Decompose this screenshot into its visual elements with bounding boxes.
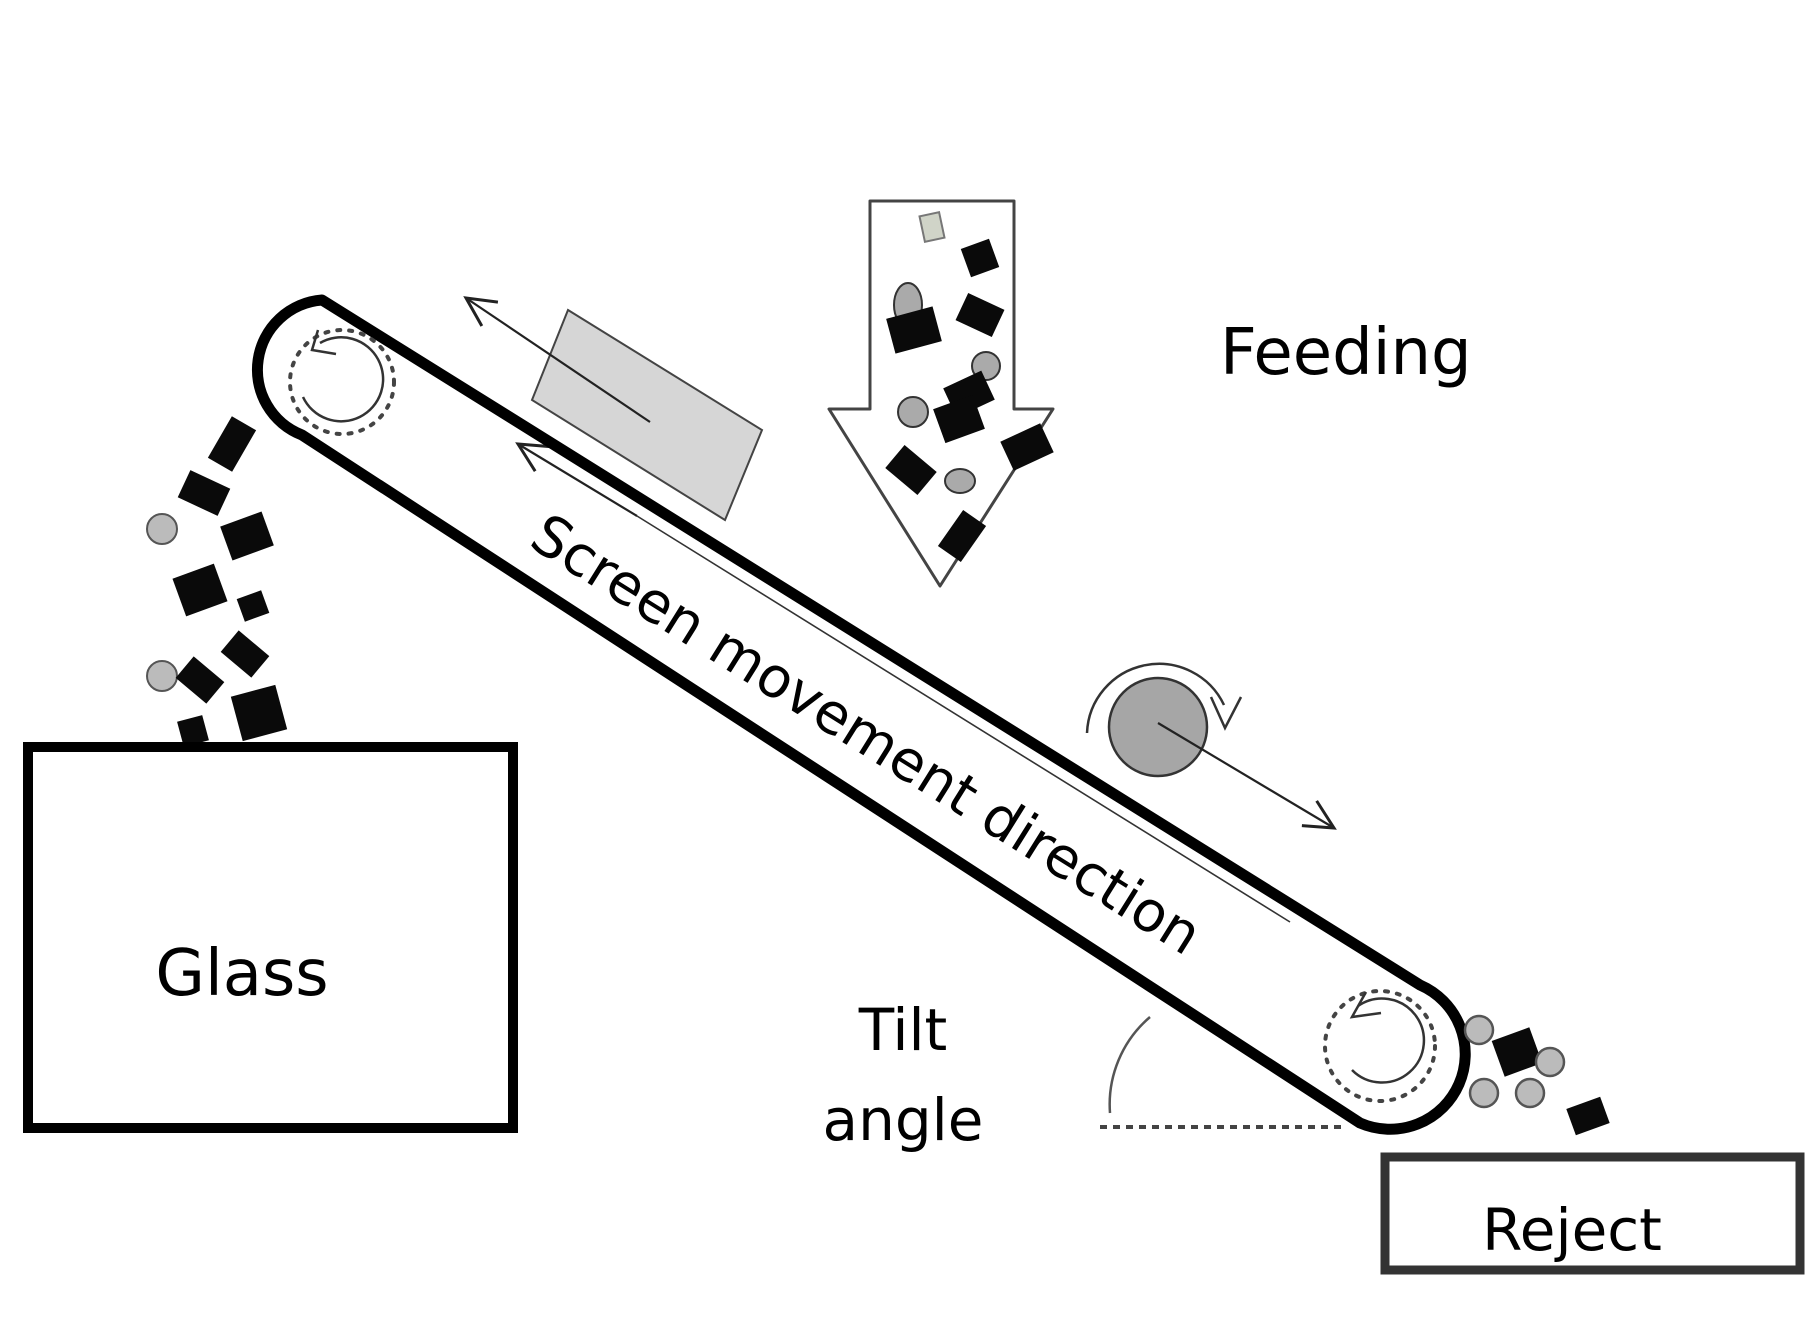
glass-falling-particles	[146, 416, 288, 747]
upward-motion-arrows	[463, 296, 1291, 923]
rotate-ccw-icon	[1351, 997, 1426, 1084]
glass-bin: Glass	[23, 742, 518, 1133]
round-particle	[1085, 662, 1337, 830]
tilt-label-line1: Tilt	[858, 996, 948, 1064]
tilt-label-line2: angle	[823, 1086, 984, 1154]
downward-motion-arrow	[1157, 722, 1337, 830]
rotate-ccw-icon	[301, 336, 385, 423]
glass-label: Glass	[155, 937, 328, 1011]
inclined-screen	[252, 294, 1471, 1135]
feed-arrow	[827, 199, 1055, 588]
reject-falling-particles	[1463, 1014, 1610, 1136]
angle-arc	[1108, 1016, 1151, 1114]
tilt-angle-indicator: Tilt angle	[823, 996, 1345, 1154]
reject-label: Reject	[1482, 1196, 1662, 1264]
bottom-pulley	[1323, 989, 1437, 1103]
flat-particle-arrow	[463, 296, 651, 423]
flat-particle	[530, 308, 764, 522]
feed-particles	[885, 211, 1054, 563]
top-pulley	[288, 328, 396, 436]
rotate-cw-icon	[1085, 662, 1226, 734]
reject-bin: Reject	[1380, 1152, 1805, 1275]
belt-surface-line	[636, 515, 1291, 923]
belt-direction-arrow	[515, 442, 638, 517]
feeding-label: Feeding	[1220, 316, 1472, 390]
